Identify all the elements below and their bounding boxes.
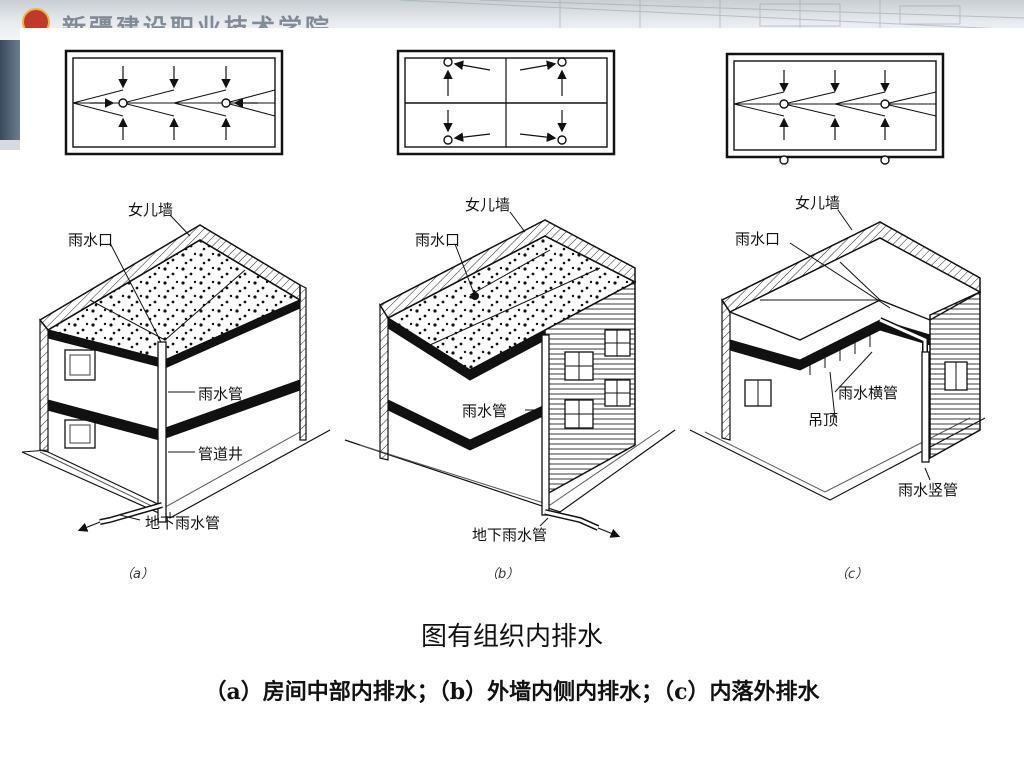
isometric-building-a [21, 214, 331, 532]
label-c-roof-drain: 雨水口 [735, 230, 780, 248]
plan-view-c [725, 52, 945, 165]
slide-content [20, 28, 1024, 768]
label-a-roof-drain: 雨水口 [68, 231, 113, 249]
sublabel-b: （b） [485, 566, 519, 582]
label-a-pipe-shaft: 管道井 [198, 445, 243, 463]
label-c-horizontal-pipe: 雨水横管 [838, 384, 898, 402]
label-b-roof-drain: 雨水口 [415, 231, 460, 249]
label-a-parapet: 女儿墙 [128, 201, 173, 219]
plan-view-a [64, 49, 284, 156]
isometric-building-b [344, 211, 676, 538]
isometric-building-c [689, 209, 986, 501]
label-c-ceiling: 吊顶 [808, 411, 838, 429]
label-a-downpipe: 雨水管 [198, 385, 243, 403]
side-decoration [0, 40, 20, 140]
label-c-vertical-pipe: 雨水竖管 [898, 481, 958, 499]
label-c-parapet: 女儿墙 [795, 194, 840, 212]
label-b-parapet: 女儿墙 [465, 196, 510, 214]
side-decoration-lower [0, 140, 20, 150]
drainage-diagram: 女儿墙 雨水口 雨水管 管道井 地下雨水管 女儿墙 雨水口 雨水管 地下雨水管 … [21, 49, 986, 582]
figure-title: 图有组织内排水 [420, 622, 603, 652]
figure-subtitle: （a）房间中部内排水；（b）外墙内侧内排水；（c）内落外排水 [204, 679, 820, 705]
blueprint-decoration [399, 0, 1024, 40]
sublabel-c: （c） [835, 566, 868, 582]
sublabel-a: （a） [120, 566, 154, 582]
label-b-downpipe: 雨水管 [462, 402, 507, 420]
plan-view-b [396, 49, 616, 156]
label-a-underground-pipe: 地下雨水管 [145, 514, 220, 532]
label-b-underground-pipe: 地下雨水管 [472, 526, 547, 544]
